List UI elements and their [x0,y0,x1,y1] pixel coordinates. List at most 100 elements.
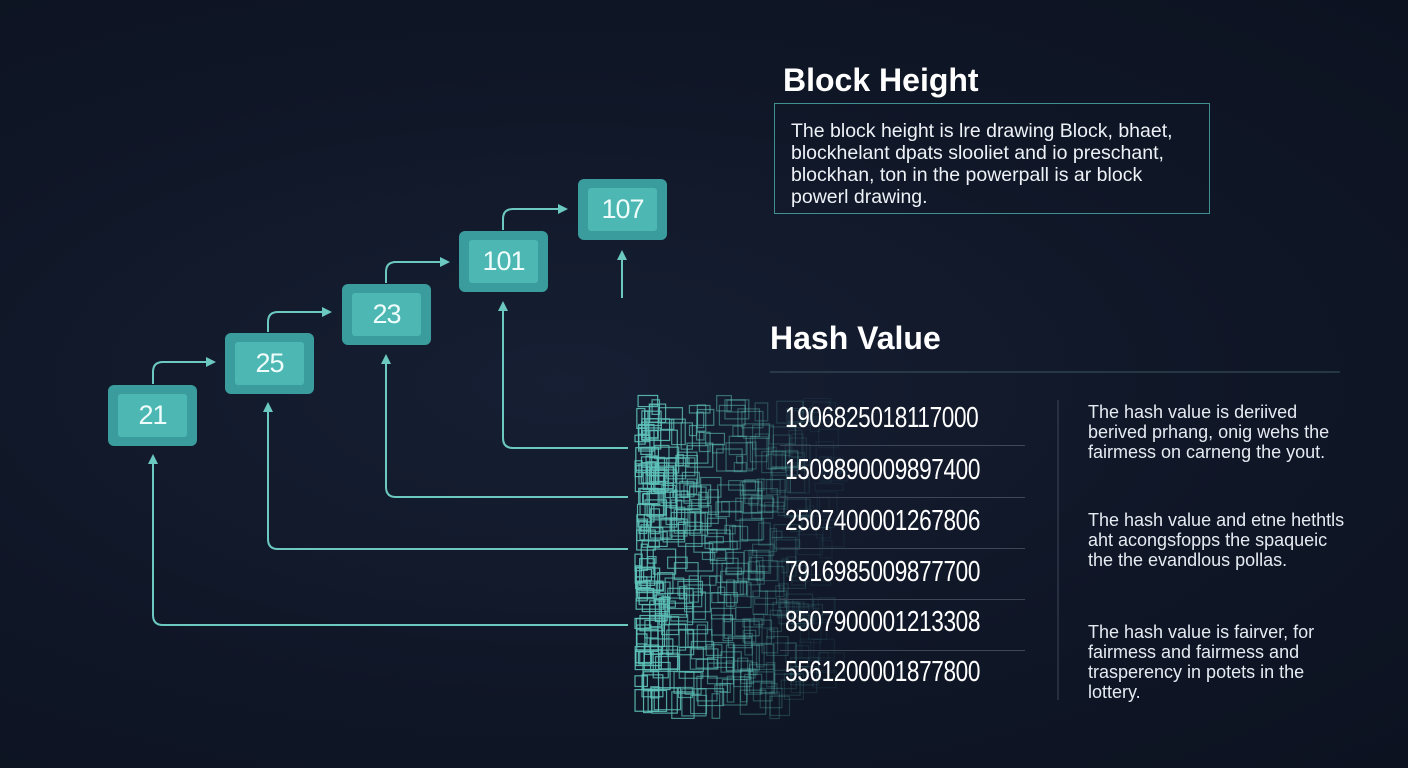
noise-square [796,534,823,556]
noise-square [634,553,643,572]
noise-square [696,411,705,429]
noise-square [735,455,744,464]
noise-square [801,640,812,660]
noise-square [770,451,799,468]
noise-square [688,424,698,437]
noise-square [759,565,785,592]
noise-square [760,478,786,507]
noise-square [737,408,761,438]
noise-square [781,558,789,574]
hash-noise-pattern [634,394,848,720]
noise-square [773,673,801,696]
noise-square [692,591,707,621]
noise-square [740,490,763,514]
noise-square [652,649,669,679]
noise-square [765,590,788,616]
noise-square [780,679,797,690]
noise-square [772,601,790,616]
noise-square [657,407,684,424]
noise-square [774,539,801,550]
noise-square [758,522,771,546]
noise-square [717,484,745,513]
noise-square [785,642,797,663]
noise-square [783,673,804,700]
noise-square [643,644,660,671]
noise-square [638,423,655,452]
noise-square [666,592,688,618]
noise-square [771,536,797,563]
noise-square [661,616,680,636]
noise-square [649,456,666,483]
noise-square [651,446,680,474]
noise-square [641,418,671,442]
noise-square [736,571,765,580]
noise-square [747,584,761,598]
block-label: 21 [118,394,187,437]
noise-square [715,501,730,518]
noise-square [735,497,762,521]
noise-square [756,565,765,585]
noise-square [670,614,689,622]
noise-square [683,484,712,504]
noise-square [635,649,662,667]
noise-square [685,542,714,572]
noise-square [635,567,661,594]
hash-description-2: The hash value and etne hethtls aht acon… [1088,510,1345,570]
noise-square [718,404,746,426]
noise-square [785,556,797,577]
noise-square [776,610,802,618]
hash-number: 1906825018117000 [785,402,979,434]
noise-square [649,519,673,539]
noise-square [786,601,805,628]
noise-square [749,662,758,676]
noise-square [748,549,770,573]
noise-square [773,524,800,549]
noise-square [679,586,688,600]
noise-square [673,561,699,581]
noise-square [761,450,787,474]
noise-square [684,671,702,695]
noise-square [821,471,848,482]
noise-square [668,623,687,651]
noise-square [724,524,736,535]
noise-square [707,662,734,679]
noise-square [791,564,807,586]
noise-square [752,680,773,702]
noise-square [779,601,800,614]
noise-square [752,590,769,615]
noise-square [806,515,830,529]
noise-square [634,675,648,688]
noise-square [705,432,726,446]
block-21: 21 [108,385,197,446]
noise-square [765,662,776,688]
noise-square [750,496,774,514]
noise-square [741,512,763,542]
noise-square [638,463,660,485]
noise-square [660,518,685,541]
noise-square [687,629,713,648]
arrow-25-to-23 [267,307,332,332]
noise-square [802,397,831,420]
noise-square [794,645,810,668]
noise-square [777,495,788,510]
noise-square [770,467,798,476]
noise-square [764,501,785,513]
noise-square [801,604,823,625]
noise-square [701,552,716,561]
noise-square [747,668,756,679]
noise-square [646,465,674,490]
arrow-21-to-25 [152,357,216,384]
noise-square [673,509,702,534]
noise-square [751,643,775,671]
noise-square [789,466,806,493]
noise-square [734,620,760,637]
hash-value-title: Hash Value [770,320,941,356]
noise-square [721,562,750,583]
noise-square [642,493,650,506]
arrow-hash-to-101 [498,301,628,449]
block-23: 23 [342,284,431,345]
hash-number: 7916985009877700 [785,556,981,588]
noise-square [646,491,665,517]
noise-square [743,423,770,440]
noise-square [671,691,695,720]
